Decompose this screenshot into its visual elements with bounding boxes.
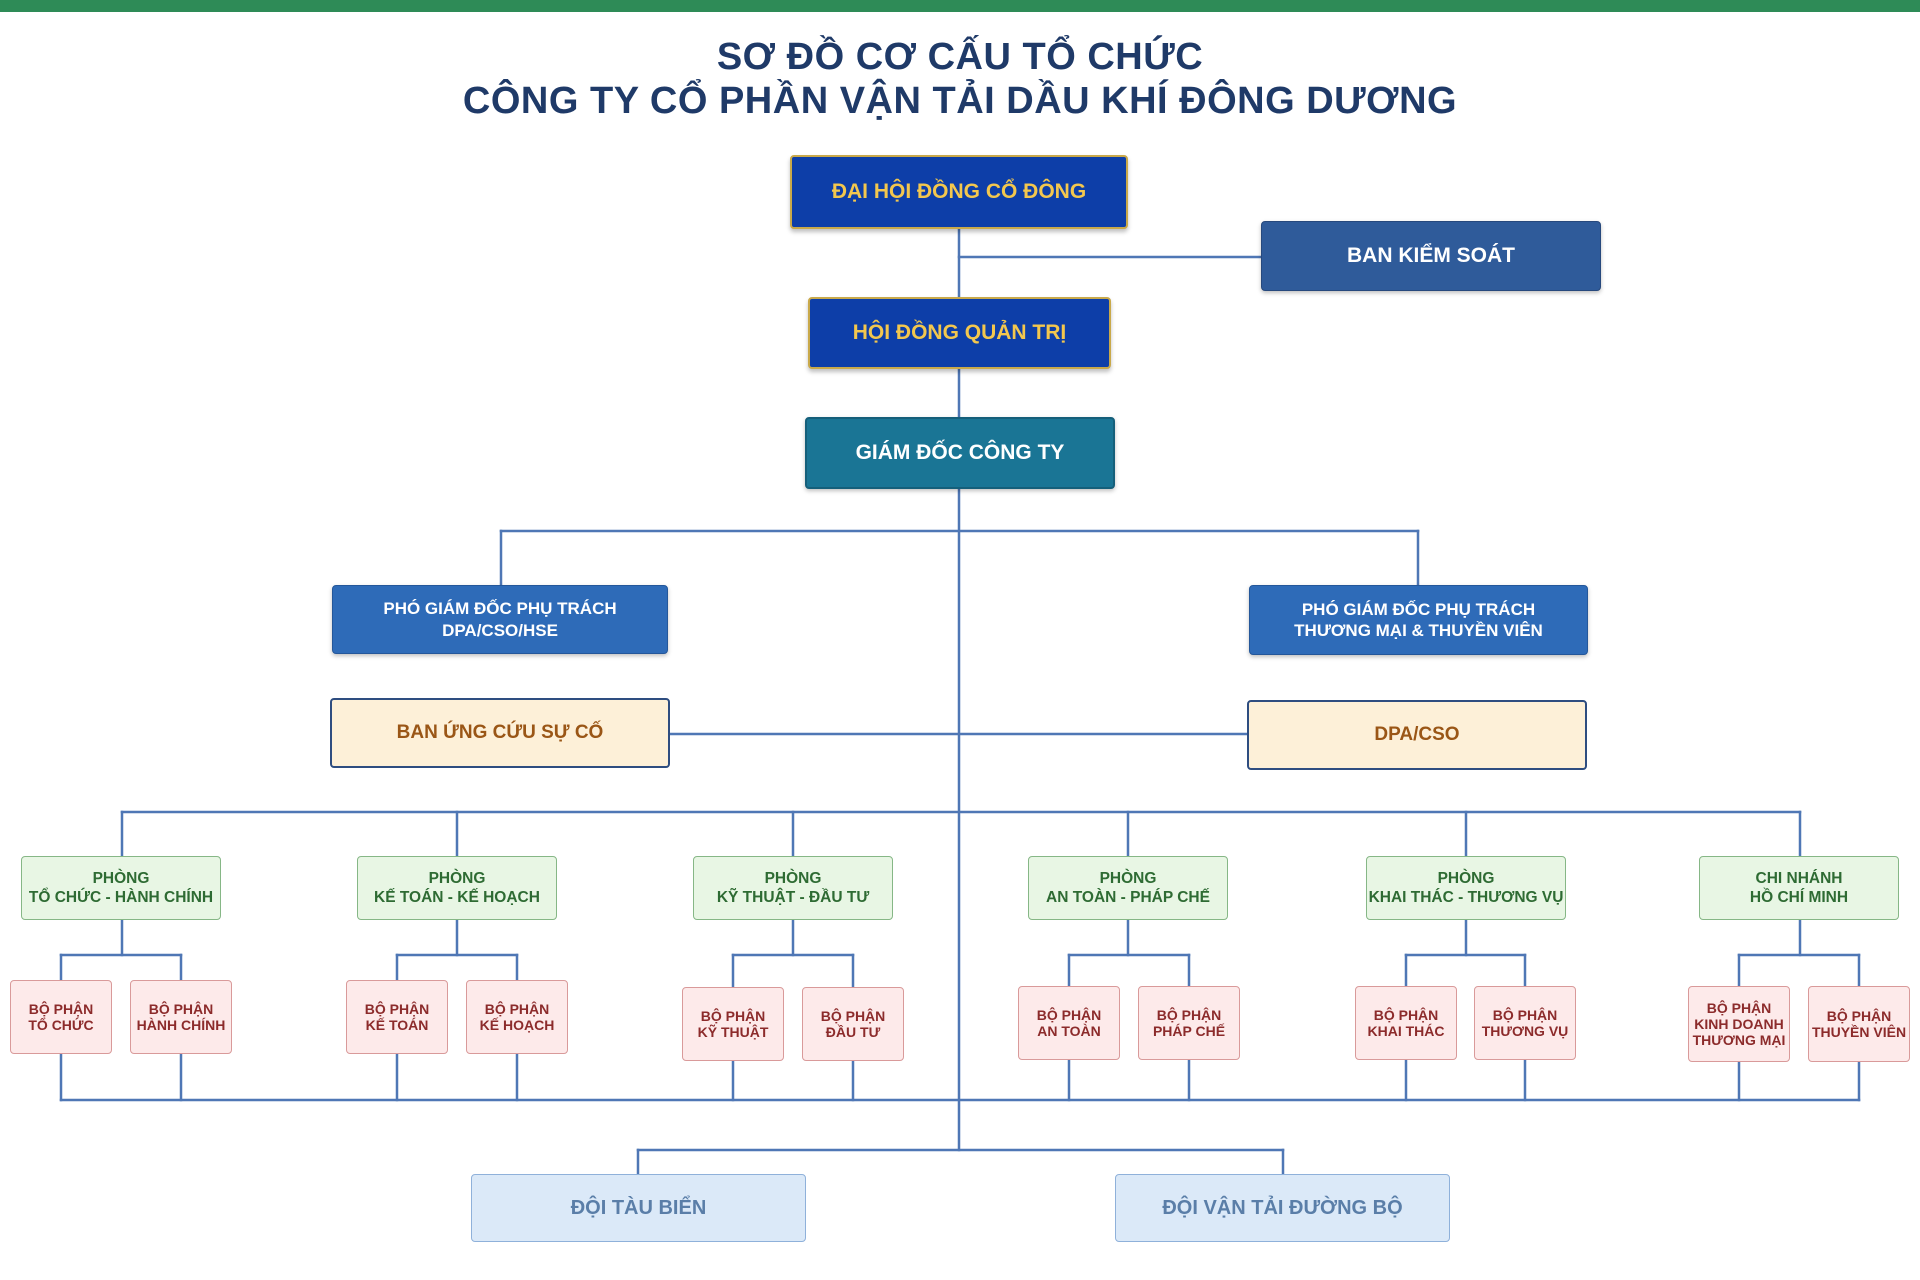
node-company-director[interactable]: GIÁM ĐỐC CÔNG TY <box>805 417 1115 489</box>
sub-label: BỘ PHẬN <box>1826 1007 1892 1024</box>
dept-label: KHAI THÁC - THƯƠNG VỤ <box>1368 889 1564 906</box>
sub-label: KINH DOANH <box>1694 1015 1784 1032</box>
node-dept-safety-legal[interactable]: PHÒNG AN TOÀN - PHÁP CHẾ <box>1028 856 1228 920</box>
dept-label: PHÒNG <box>764 869 822 887</box>
node-dept-operations-commerce[interactable]: PHÒNG KHAI THÁC - THƯƠNG VỤ <box>1366 856 1566 920</box>
sub-label: KỸ THUẬT <box>697 1024 769 1040</box>
sub-label: THUYỀN VIÊN <box>1811 1024 1907 1040</box>
vp-right-label-1: PHÓ GIÁM ĐỐC PHỤ TRÁCH <box>1301 599 1536 619</box>
sub-label: HÀNH CHÍNH <box>136 1017 226 1033</box>
sub-label: KẾ HOẠCH <box>479 1017 555 1033</box>
sub-label: BỘ PHẬN <box>820 1007 886 1024</box>
node-emergency-response[interactable]: BAN ỨNG CỨU SỰ CỐ <box>330 698 670 768</box>
dept-label: TỔ CHỨC - HÀNH CHÍNH <box>28 889 214 906</box>
chart-title-line-1: SƠ ĐỒ CƠ CẤU TỔ CHỨC <box>716 36 1204 78</box>
sub-label: ĐẦU TƯ <box>825 1024 881 1040</box>
node-dept-organization-admin[interactable]: PHÒNG TỔ CHỨC - HÀNH CHÍNH <box>21 856 221 920</box>
node-vp-commerce-crew[interactable]: PHÓ GIÁM ĐỐC PHỤ TRÁCH THƯƠNG MẠI & THUY… <box>1249 585 1588 655</box>
node-board-of-directors[interactable]: HỘI ĐỒNG QUẢN TRỊ <box>808 297 1111 369</box>
dept-label: HỒ CHÍ MINH <box>1749 889 1849 906</box>
dept-label: PHÒNG <box>1099 869 1157 887</box>
node-team-road-transport[interactable]: ĐỘI VẬN TẢI ĐƯỜNG BỘ <box>1115 1174 1450 1242</box>
top-accent-bar <box>0 0 1920 12</box>
node-dept-engineering-investment[interactable]: PHÒNG KỸ THUẬT - ĐẦU TƯ <box>693 856 893 920</box>
sub-label: KHAI THÁC <box>1367 1023 1445 1039</box>
sub-label: KẾ TOÁN <box>365 1017 429 1033</box>
sub-label: BỘ PHẬN <box>484 1000 550 1017</box>
node-dept-accounting-planning[interactable]: PHÒNG KẾ TOÁN - KẾ HOẠCH <box>357 856 557 920</box>
sub-label: THƯƠNG MẠI <box>1692 1032 1786 1049</box>
dept-label: CHI NHÁNH <box>1755 869 1843 887</box>
sub-label: BỘ PHẬN <box>700 1007 766 1024</box>
sub-label: BỘ PHẬN <box>1373 1006 1439 1023</box>
sub-label: BỘ PHẬN <box>1492 1006 1558 1023</box>
dept-label: AN TOÀN - PHÁP CHẾ <box>1046 889 1210 906</box>
sub-label: AN TOÀN <box>1037 1023 1101 1039</box>
vp-left-label-2: DPA/CSO/HSE <box>442 620 558 640</box>
dept-label: KỸ THUẬT - ĐẦU TƯ <box>716 889 870 906</box>
vp-right-label-2: THƯƠNG MẠI & THUYỀN VIÊN <box>1294 621 1543 640</box>
dept-label: PHÒNG <box>1437 869 1495 887</box>
sub-label: BỘ PHẬN <box>1036 1006 1102 1023</box>
dept-label: PHÒNG <box>92 869 150 887</box>
node-team-sea-vessels[interactable]: ĐỘI TÀU BIỂN <box>471 1174 806 1242</box>
sub-label: PHÁP CHẾ <box>1152 1023 1226 1039</box>
node-vp-dpa-cso-hse[interactable]: PHÓ GIÁM ĐỐC PHỤ TRÁCH DPA/CSO/HSE <box>332 585 668 654</box>
sub-label: BỘ PHẬN <box>1706 999 1772 1016</box>
dept-label: KẾ TOÁN - KẾ HOẠCH <box>374 889 540 906</box>
dept-label: PHÒNG <box>428 869 486 887</box>
sub-label: TỔ CHỨC <box>28 1017 94 1033</box>
vp-left-label-1: PHÓ GIÁM ĐỐC PHỤ TRÁCH <box>383 599 617 619</box>
chart-title-line-2: CÔNG TY CỔ PHẦN VẬN TẢI DẦU KHÍ ĐÔNG DƯƠ… <box>462 80 1458 122</box>
sub-label: BỘ PHẬN <box>148 1000 214 1017</box>
sub-label: BỘ PHẬN <box>1156 1006 1222 1023</box>
node-supervisory-board[interactable]: BAN KIỂM SOÁT <box>1261 221 1601 291</box>
node-shareholders[interactable]: ĐẠI HỘI ĐỒNG CỔ ĐÔNG <box>790 155 1128 229</box>
node-dpa-cso[interactable]: DPA/CSO <box>1247 700 1587 770</box>
sub-label: BỘ PHẬN <box>364 1000 430 1017</box>
node-branch-ho-chi-minh[interactable]: CHI NHÁNH HỒ CHÍ MINH <box>1699 856 1899 920</box>
sub-label: THƯƠNG VỤ <box>1481 1023 1569 1039</box>
sub-label: BỘ PHẬN <box>28 1000 94 1017</box>
